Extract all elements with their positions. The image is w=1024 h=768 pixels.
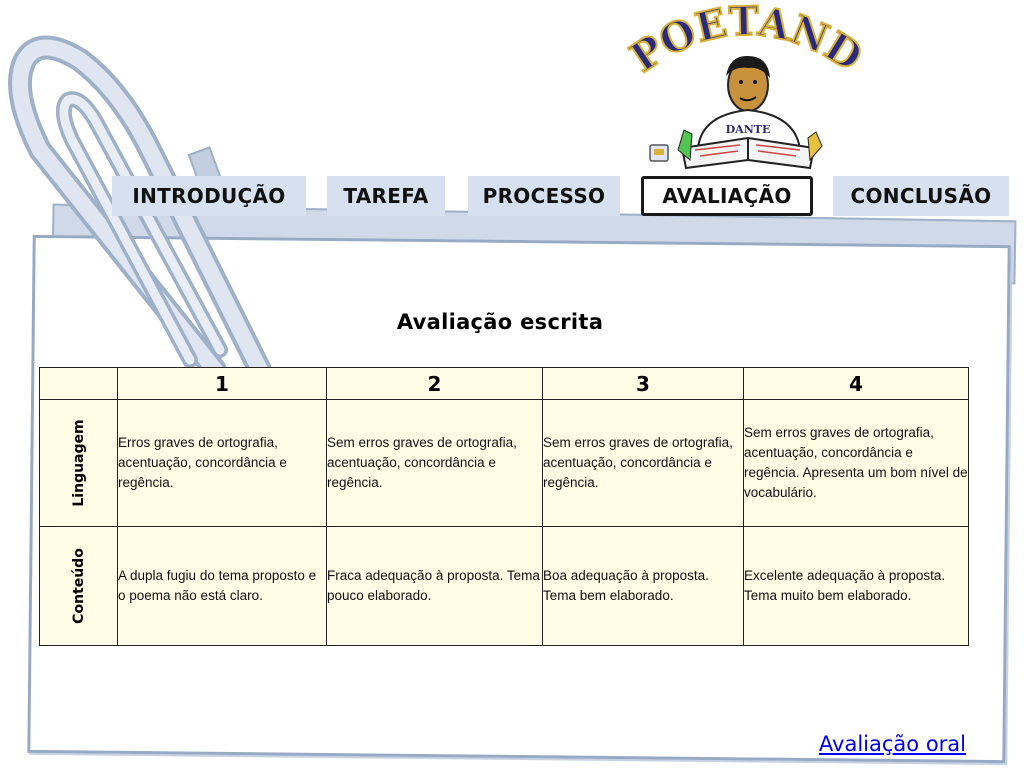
table-header-cell: 4: [743, 367, 969, 400]
logo-badge: DANTE: [726, 123, 771, 136]
table-cell: Sem erros graves de ortografia, acentuaç…: [743, 399, 969, 527]
nav-tab-conclusao[interactable]: CONCLUSÃO: [833, 176, 1009, 216]
nav-tab-avaliacao[interactable]: AVALIAÇÃO: [641, 176, 813, 216]
table-row: Linguagem Erros graves de ortografia, ac…: [39, 399, 969, 527]
table-cell: A dupla fugiu do tema proposto e o poema…: [117, 526, 327, 646]
nav-tab-processo[interactable]: PROCESSO: [468, 176, 620, 216]
table-header-row: 1 2 3 4: [39, 367, 969, 400]
row-header-label: Linguagem: [70, 419, 87, 507]
nav-tab-label: PROCESSO: [482, 184, 606, 208]
nav-tab-introducao[interactable]: INTRODUÇÃO: [112, 176, 306, 216]
avaliacao-oral-link[interactable]: Avaliação oral: [818, 732, 966, 756]
rubric-table: 1 2 3 4 Linguagem Erros graves de ortogr…: [39, 367, 969, 646]
table-cell: Sem erros graves de ortografia, acentuaç…: [326, 399, 543, 527]
table-cell: Erros graves de ortografia, acentuação, …: [117, 399, 327, 527]
nav-tab-label: TAREFA: [343, 184, 429, 208]
table-cell: Excelente adequação à proposta. Tema mui…: [743, 526, 969, 646]
table-header-cell: [39, 367, 118, 400]
table-cell: Boa adequação à proposta. Tema bem elabo…: [542, 526, 744, 646]
paperclip-icon: [8, 35, 272, 380]
table-cell: Sem erros graves de ortografia, acentuaç…: [542, 399, 744, 527]
row-header-linguagem: Linguagem: [39, 399, 118, 527]
nav-tab-tarefa[interactable]: TAREFA: [327, 176, 445, 216]
table-header-cell: 2: [326, 367, 543, 400]
nav-tab-label: CONCLUSÃO: [850, 184, 992, 208]
page-title: Avaliação escrita: [396, 310, 604, 334]
poetando-logo: POETANDO DANTE: [620, 0, 870, 170]
table-header-cell: 1: [117, 367, 327, 400]
nav-tab-label: INTRODUÇÃO: [132, 184, 286, 208]
nav-tab-label: AVALIAÇÃO: [662, 184, 792, 208]
row-header-label: Conteúdo: [70, 548, 87, 624]
table-header-cell: 3: [542, 367, 744, 400]
table-cell: Fraca adequação à proposta. Tema pouco e…: [326, 526, 543, 646]
row-header-conteudo: Conteúdo: [39, 526, 118, 646]
table-row: Conteúdo A dupla fugiu do tema proposto …: [39, 526, 969, 646]
